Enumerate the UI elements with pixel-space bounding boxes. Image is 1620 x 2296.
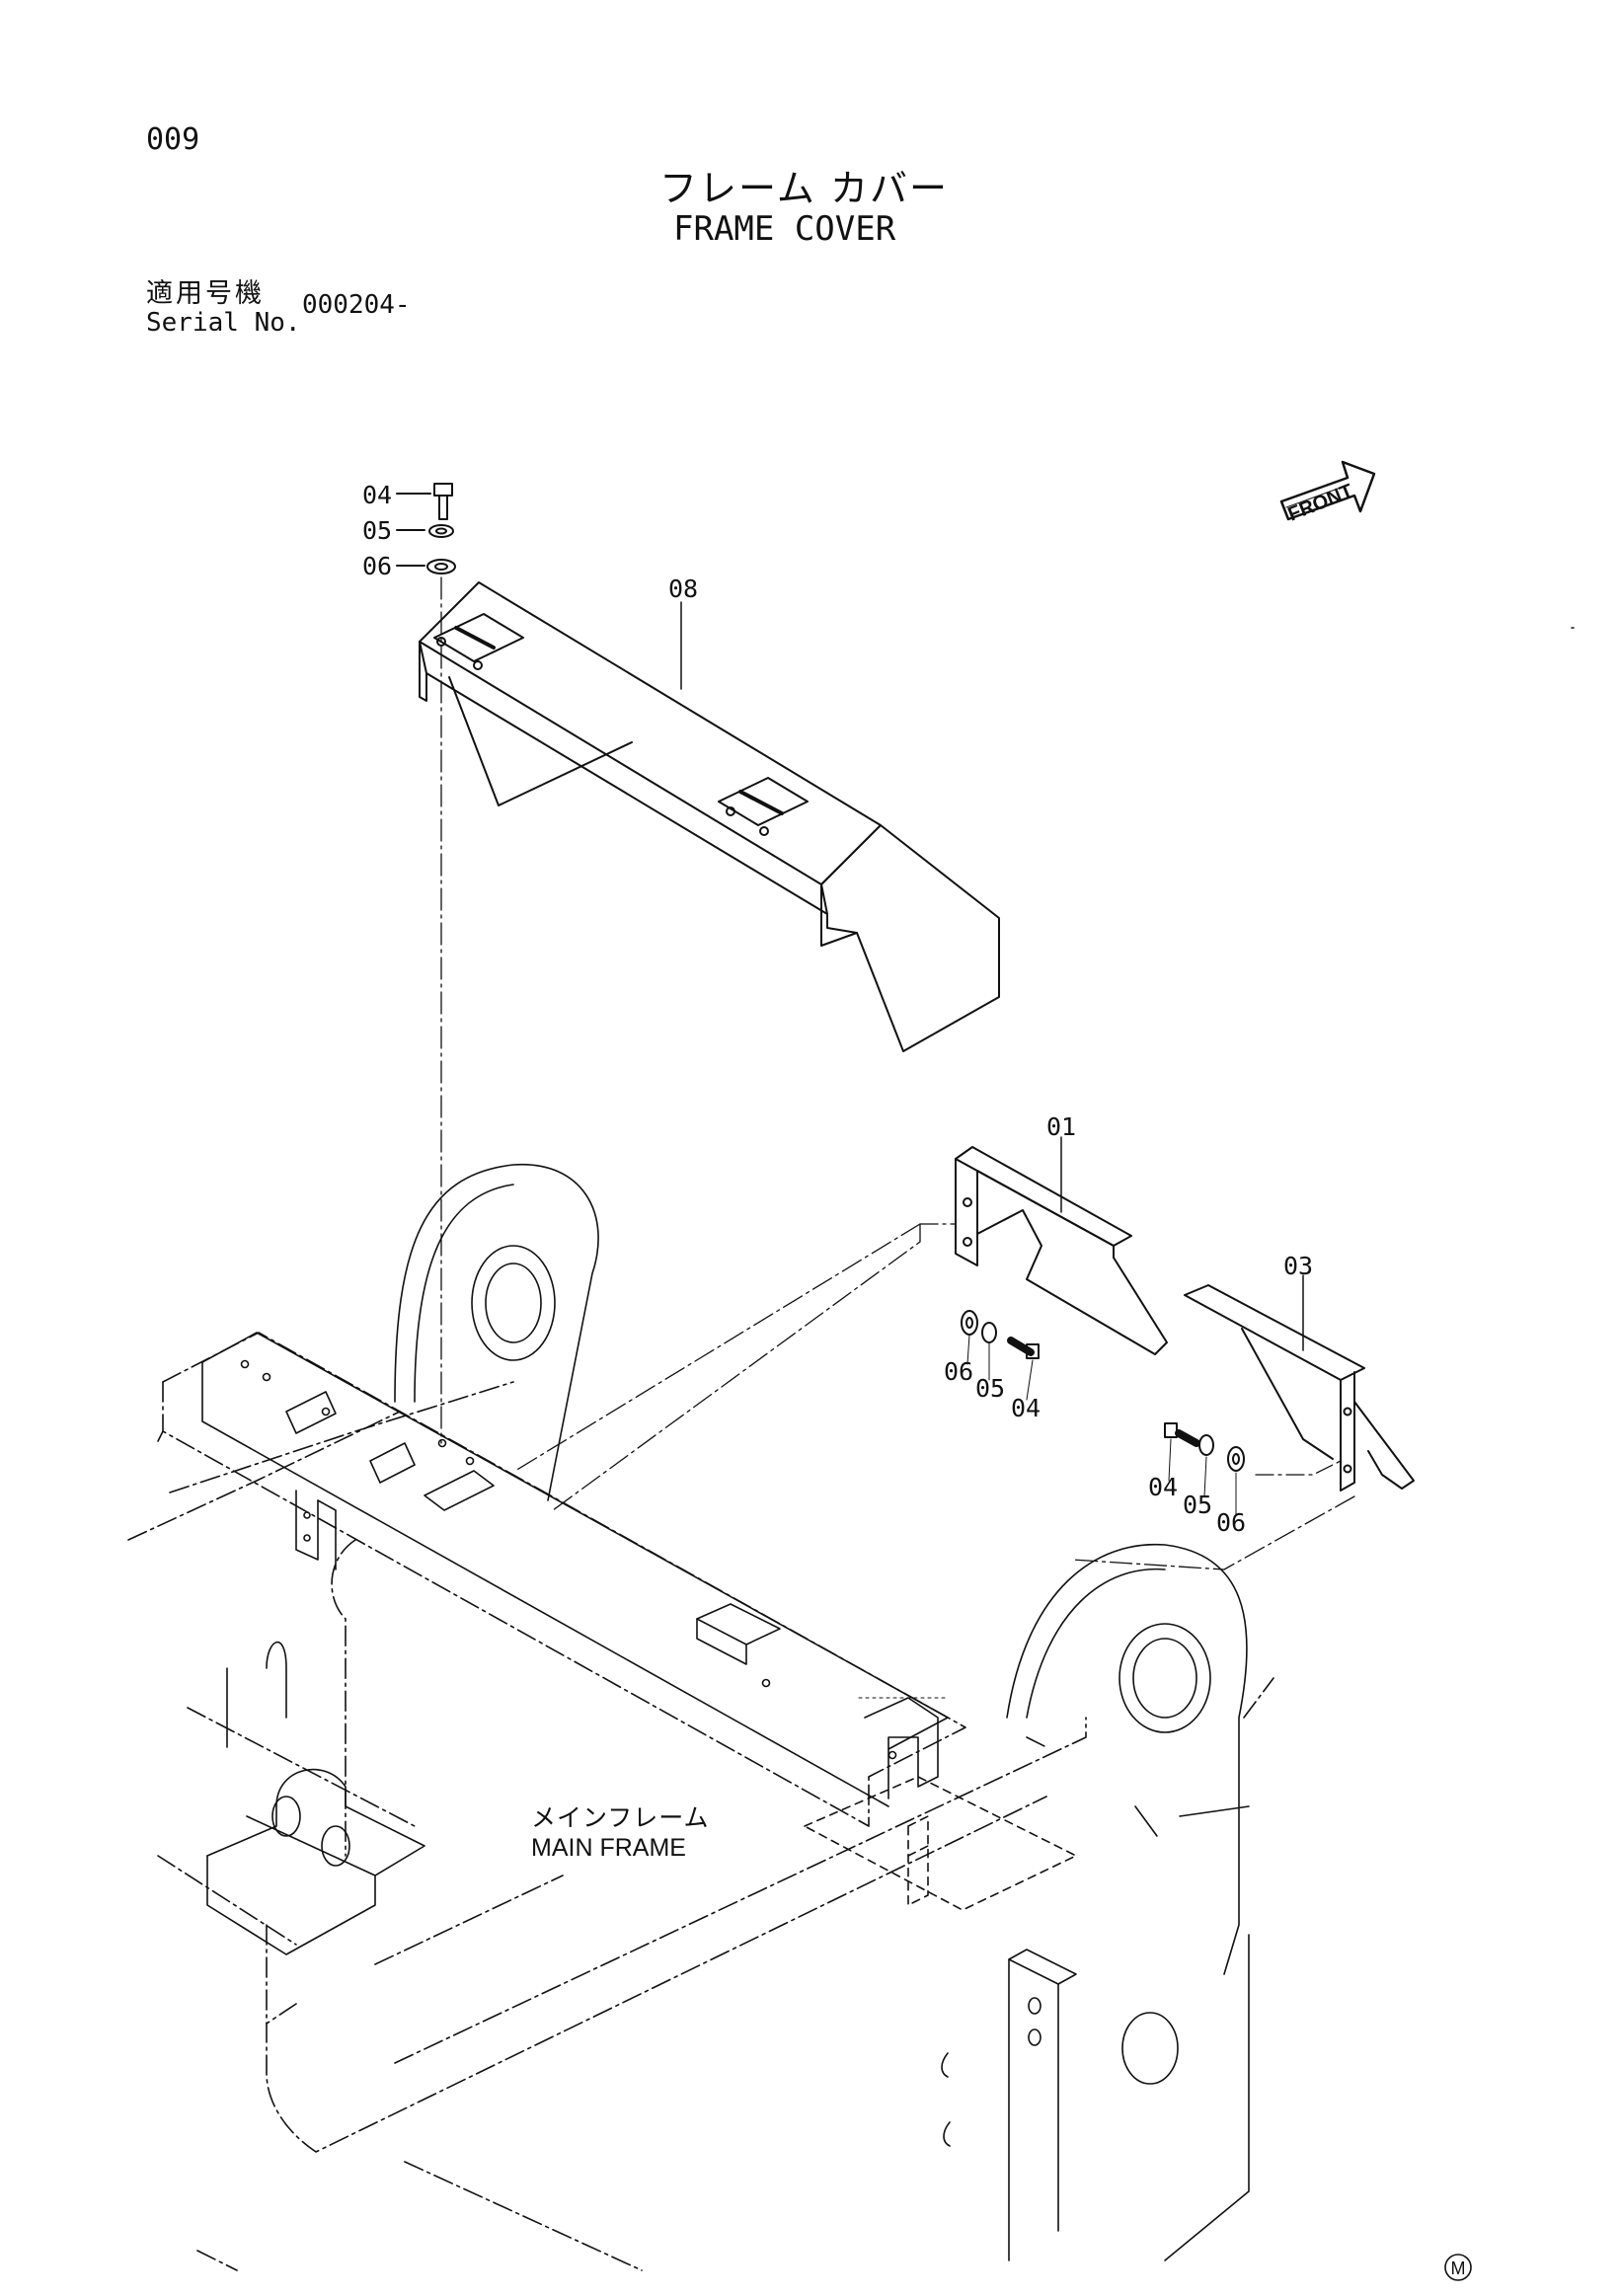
top-fastener-stack — [397, 484, 455, 574]
mid-fastener-stack — [962, 1311, 1039, 1400]
title-english: FRAME COVER — [673, 209, 896, 249]
part-label-04-top: 04 — [362, 481, 393, 509]
right-fastener-stack — [1165, 1423, 1341, 1514]
page-number: 009 — [146, 122, 200, 157]
alignment-line-01 — [515, 1224, 920, 1471]
serial-label-english: Serial No. — [146, 308, 301, 338]
main-frame — [128, 1165, 1273, 2270]
alignment-line-mid — [553, 1224, 920, 1510]
part-label-03: 03 — [1283, 1252, 1314, 1280]
frame-cover-01 — [920, 1137, 1167, 1354]
part-label-01: 01 — [1046, 1112, 1077, 1141]
part-label-04-right: 04 — [1148, 1473, 1179, 1501]
part-label-05-top: 05 — [362, 516, 393, 545]
title-japanese: フレーム カバー — [659, 167, 949, 210]
main-frame-label-japanese: メインフレーム — [531, 1803, 710, 1832]
part-label-04-mid: 04 — [1011, 1394, 1041, 1422]
part-label-05-right: 05 — [1183, 1491, 1213, 1519]
front-direction-arrow: FRONT — [1281, 462, 1374, 526]
serial-label-japanese: 適用号機 — [146, 278, 265, 309]
footer-mark: M — [1445, 2255, 1471, 2280]
serial-number-value: 000204- — [302, 290, 411, 320]
main-frame-label-english: MAIN FRAME — [531, 1834, 686, 1862]
frame-cover-03 — [1185, 1275, 1414, 1491]
alignment-line-03 — [1072, 1496, 1354, 1569]
frame-cover-08 — [420, 582, 999, 1051]
part-label-08: 08 — [668, 574, 699, 603]
part-label-06-right: 06 — [1216, 1508, 1247, 1537]
part-label-06-mid: 06 — [944, 1357, 974, 1386]
part-label-06-top: 06 — [362, 552, 393, 580]
svg-text:M: M — [1451, 2258, 1466, 2278]
part-label-05-mid: 05 — [975, 1374, 1006, 1403]
